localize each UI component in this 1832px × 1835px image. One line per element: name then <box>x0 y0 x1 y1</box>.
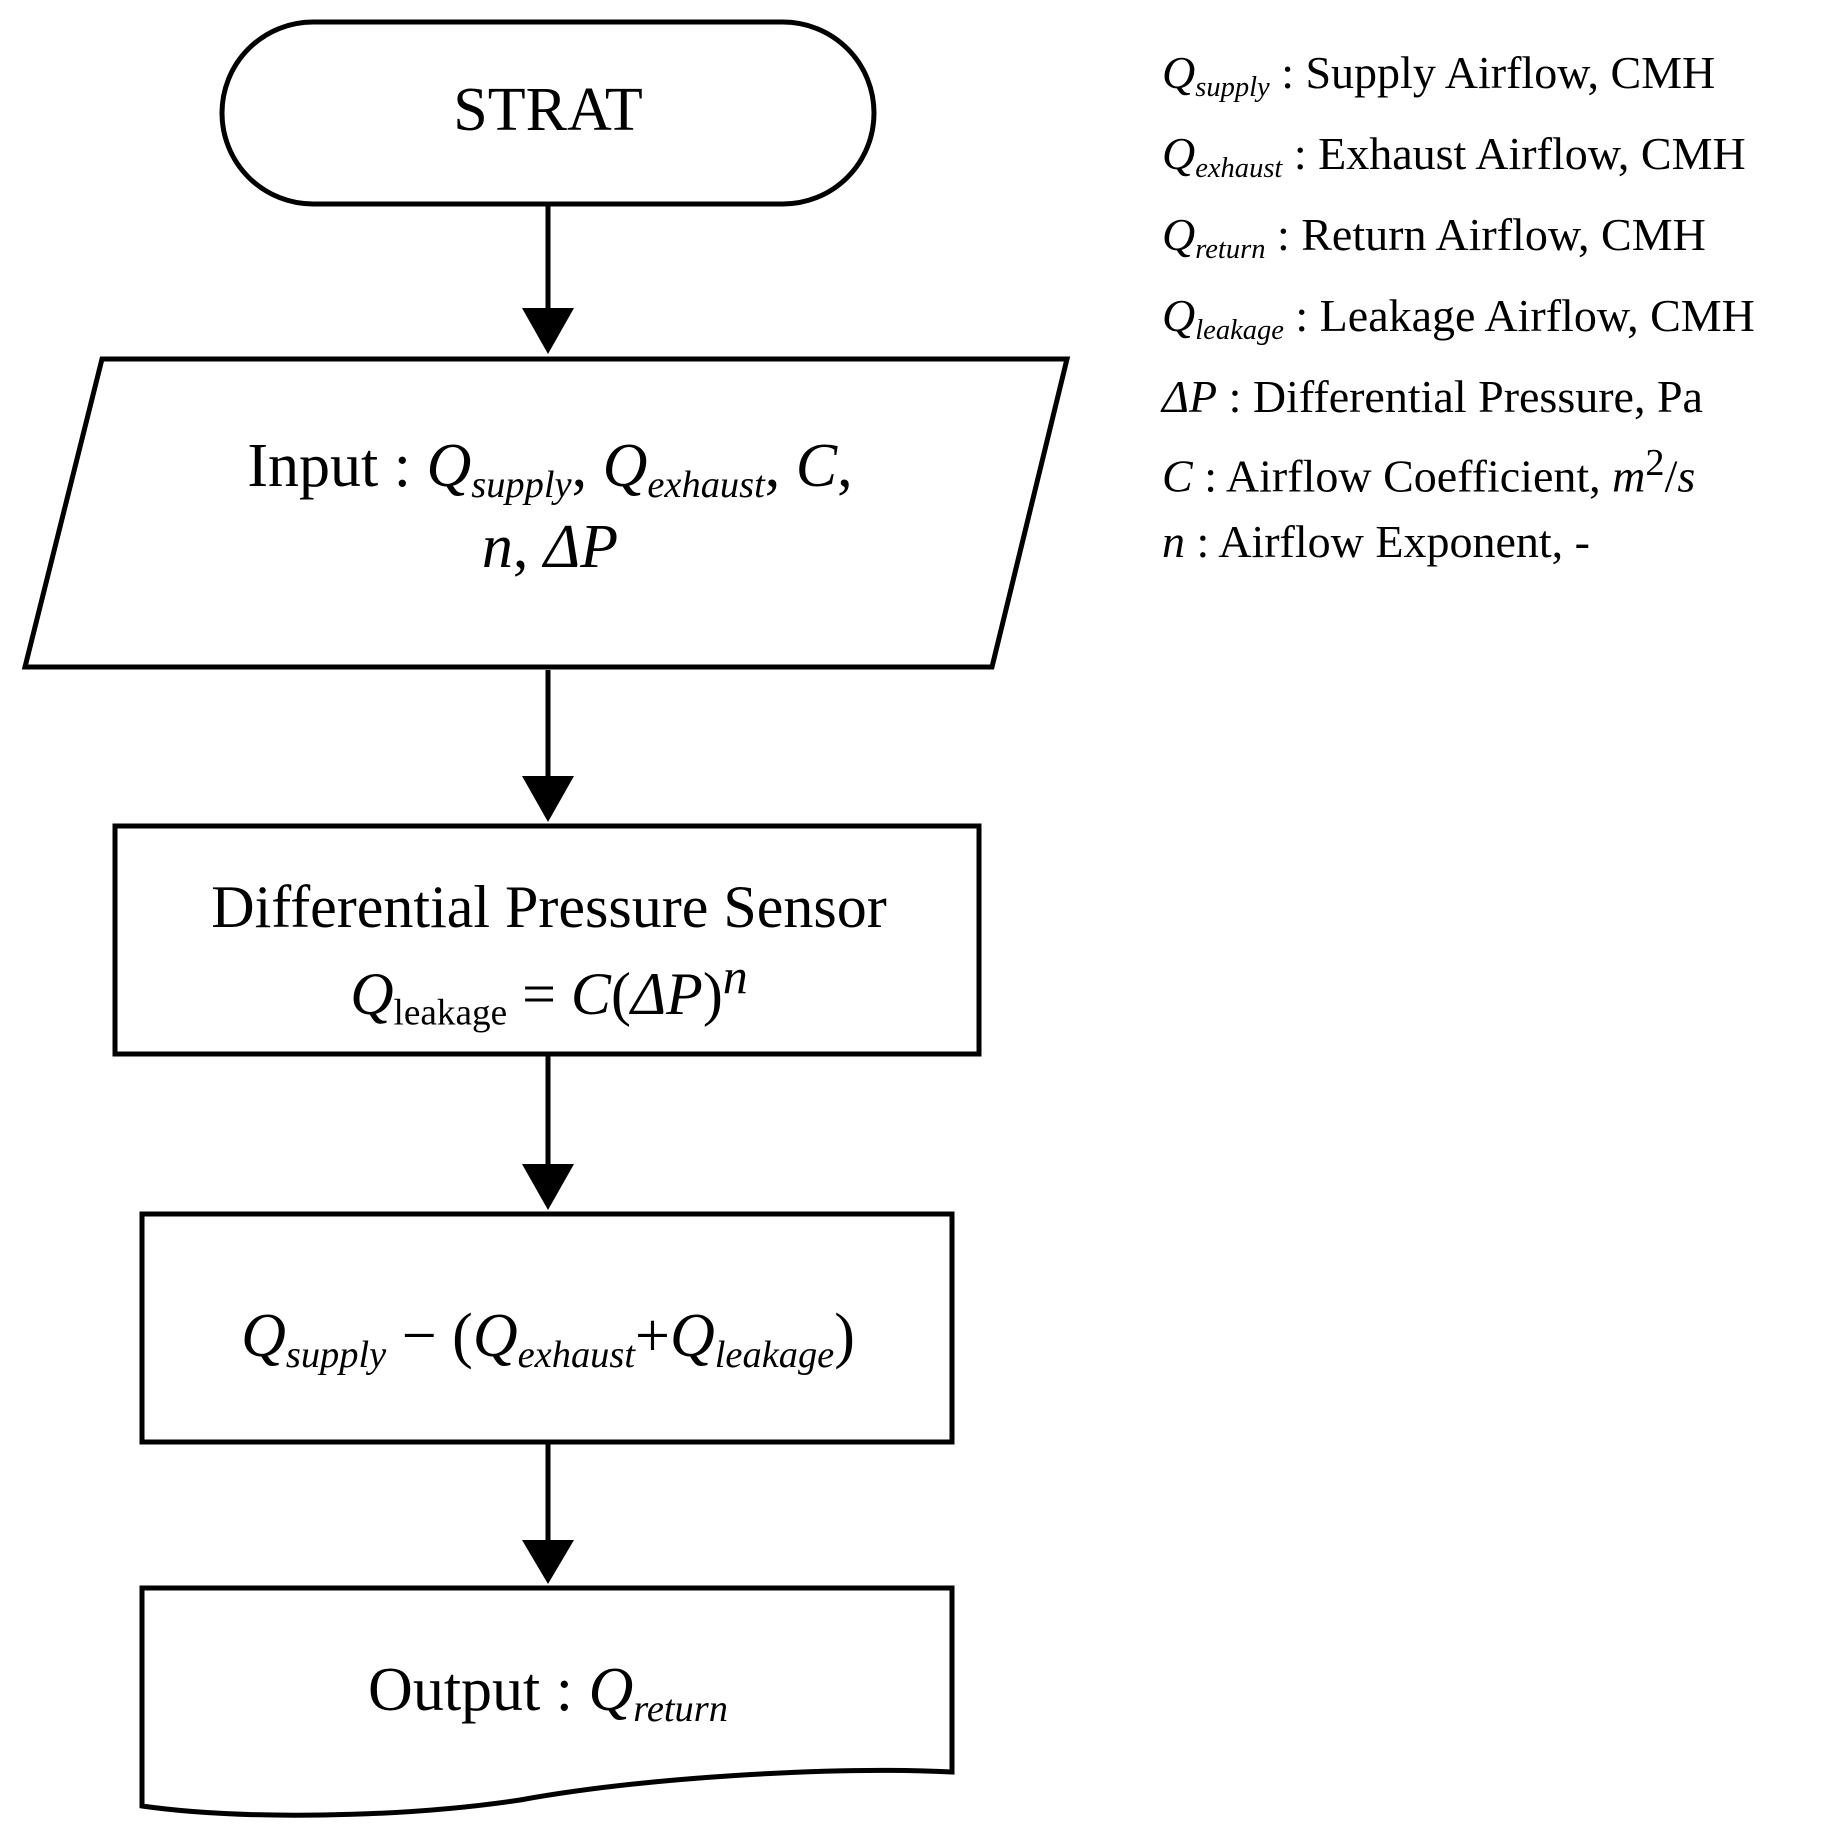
calc-q-supply: Qsupply <box>241 1302 386 1376</box>
comma: , <box>764 432 796 500</box>
input-q-exhaust: Qexhaust <box>602 432 765 506</box>
legend-item-exponent: n : Airflow Exponent, - <box>1162 509 1755 575</box>
q-symbol: Q <box>588 1656 634 1724</box>
unit-slash: / <box>1664 450 1678 502</box>
leak-part: leak <box>393 992 456 1034</box>
arrow-head-4 <box>522 1540 574 1584</box>
legend-symbol: ΔP <box>1162 370 1218 422</box>
comma: , <box>837 432 853 500</box>
return-subscript: return <box>633 1687 728 1730</box>
legend-symbol: Qsupply <box>1162 47 1270 103</box>
arrow-head-2 <box>522 776 574 822</box>
c-symbol: C <box>570 961 611 1027</box>
legend-symbol: n <box>1162 516 1185 568</box>
legend-item-coefficient: C : Airflow Coefficient, m2/s <box>1162 430 1755 509</box>
input-prefix: Input <box>247 432 379 500</box>
legend-symbol: Qreturn <box>1162 208 1266 265</box>
input-delta-p: ΔP <box>543 512 619 581</box>
q-symbol: Q <box>350 961 394 1027</box>
q-symbol: Q <box>602 432 648 500</box>
legend-symbol: Qexhaust <box>1162 127 1283 184</box>
sensor-equation: Qleakage = C(ΔP)n <box>117 945 981 1037</box>
legend-text: : Airflow Coefficient, <box>1192 450 1613 502</box>
exponent-n: n <box>722 948 748 1004</box>
sensor-title: Differential Pressure Sensor <box>211 874 887 940</box>
q-symbol: Q <box>426 432 472 500</box>
q-symbol: Q <box>472 1302 518 1370</box>
close-paren: ) <box>834 1302 855 1370</box>
minus-open: − ( <box>386 1302 473 1370</box>
exhaust-subscript: exhaust <box>517 1333 635 1376</box>
legend-item-exhaust: Qexhaust : Exhaust Airflow, CMH <box>1162 121 1755 202</box>
equals-sign: = <box>507 961 571 1027</box>
calc-process-box <box>139 1211 955 1445</box>
input-parallelogram <box>21 356 1071 670</box>
output-document <box>139 1585 955 1818</box>
sensor-process-box <box>112 823 982 1057</box>
input-n: n <box>481 512 513 581</box>
leakage-subscript: leakage <box>714 1333 835 1376</box>
legend-symbol: Qleakage <box>1162 289 1284 346</box>
arrow-head-1 <box>522 308 574 354</box>
legend-symbol: C <box>1162 450 1193 502</box>
output-prefix: Output <box>368 1656 541 1724</box>
legend-item-return: Qreturn : Return Airflow, CMH <box>1162 202 1755 283</box>
legend-text: : Exhaust Airflow, CMH <box>1282 127 1746 179</box>
legend-item-supply: Qsupply : Supply Airflow, CMH <box>1162 40 1755 121</box>
calc-label: Qsupply − (Qexhaust+Qleakage) <box>142 1298 954 1379</box>
output-separator: : <box>540 1656 589 1724</box>
legend-item-delta-p: ΔP : Differential Pressure, Pa <box>1162 364 1755 430</box>
legend: Qsupply : Supply Airflow, CMH Qexhaust :… <box>1162 40 1755 575</box>
plus-sign: + <box>635 1302 670 1370</box>
legend-text: : Leakage Airflow, CMH <box>1283 289 1755 341</box>
comma: , <box>571 432 603 500</box>
output-label: Output : Qreturn <box>142 1652 954 1733</box>
input-q-supply: Qsupply <box>426 432 571 506</box>
input-separator: : <box>378 432 427 500</box>
unit-m: m <box>1612 450 1646 502</box>
delta-p-symbol: ΔP <box>630 961 703 1027</box>
arrow-head-3 <box>522 1164 574 1210</box>
exhaust-subscript: exhaust <box>647 463 765 506</box>
legend-text: : Airflow Exponent, - <box>1185 516 1591 568</box>
start-terminator <box>219 19 877 207</box>
supply-subscript: supply <box>471 463 572 506</box>
legend-text: : Return Airflow, CMH <box>1265 208 1706 260</box>
calc-q-leakage: Qleakage <box>669 1302 834 1376</box>
comma: , <box>512 512 544 581</box>
q-symbol: Q <box>241 1302 286 1370</box>
unit-squared: 2 <box>1645 441 1665 484</box>
open-paren: ( <box>610 961 631 1027</box>
sensor-label: Differential Pressure Sensor Qleakage = … <box>117 870 981 1037</box>
legend-item-leakage: Qleakage : Leakage Airflow, CMH <box>1162 283 1755 364</box>
supply-subscript: supply <box>285 1333 387 1376</box>
input-c: C <box>795 432 838 500</box>
close-paren: ) <box>702 961 723 1027</box>
legend-text: : Supply Airflow, CMH <box>1269 47 1716 98</box>
output-q-return: Qreturn <box>588 1656 728 1730</box>
q-symbol: Q <box>669 1302 715 1370</box>
unit-s: s <box>1677 450 1696 502</box>
legend-text: : Differential Pressure, Pa <box>1217 370 1703 422</box>
input-label: Input : Qsupply, Qexhaust, C, n, ΔP <box>140 428 960 586</box>
leakage-subscript: leakage <box>394 992 508 1033</box>
calc-q-exhaust: Qexhaust <box>472 1302 635 1376</box>
start-label: STRAT <box>453 76 643 144</box>
age-part: age <box>455 992 508 1034</box>
